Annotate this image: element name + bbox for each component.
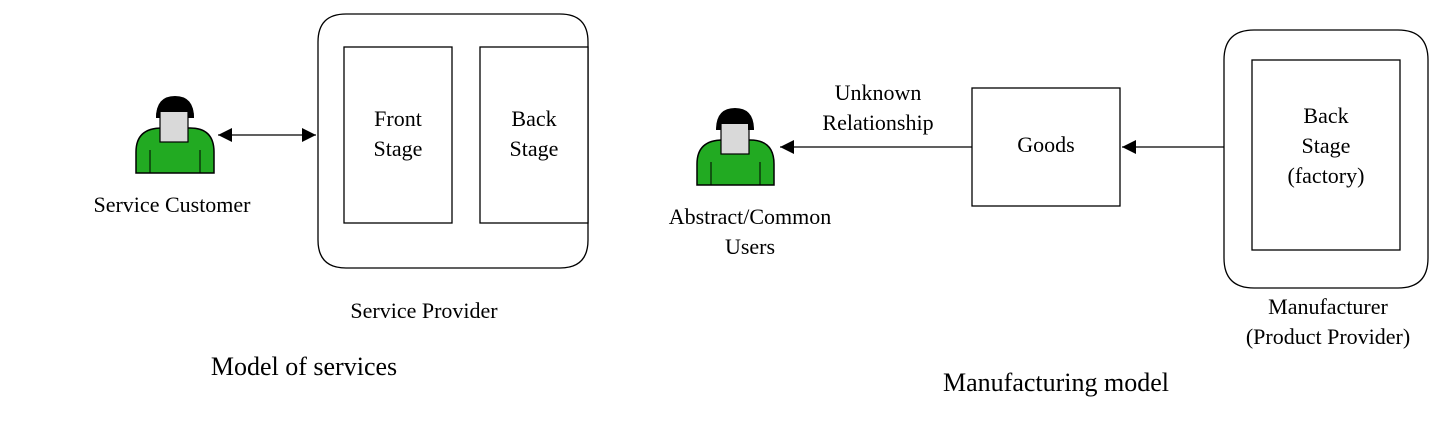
goods-label: Goods: [1017, 132, 1075, 157]
relationship-label: Unknown Relationship: [822, 80, 934, 135]
front-stage-box: [343, 46, 453, 224]
service-customer-label: Service Customer: [93, 192, 251, 217]
goods-box: [971, 87, 1121, 207]
manufacturer-label: Manufacturer (Product Provider): [1245, 294, 1411, 349]
front-stage-label: Front Stage: [373, 106, 423, 161]
factory-back-stage-box: [1251, 59, 1401, 251]
abstract-users-label: Abstract/Common Users: [668, 204, 832, 259]
abstract-users-person-icon: [696, 108, 775, 186]
service-provider-label: Service Provider: [350, 298, 498, 323]
manufacturing-model-caption: Manufacturing model: [943, 368, 1169, 397]
factory-label: Back Stage (factory): [1287, 103, 1365, 188]
back-stage-label: Back Stage: [509, 106, 559, 161]
back-stage-box: [479, 46, 589, 224]
service-model-caption: Model of services: [210, 352, 398, 381]
service-customer-person-icon: [135, 96, 215, 174]
